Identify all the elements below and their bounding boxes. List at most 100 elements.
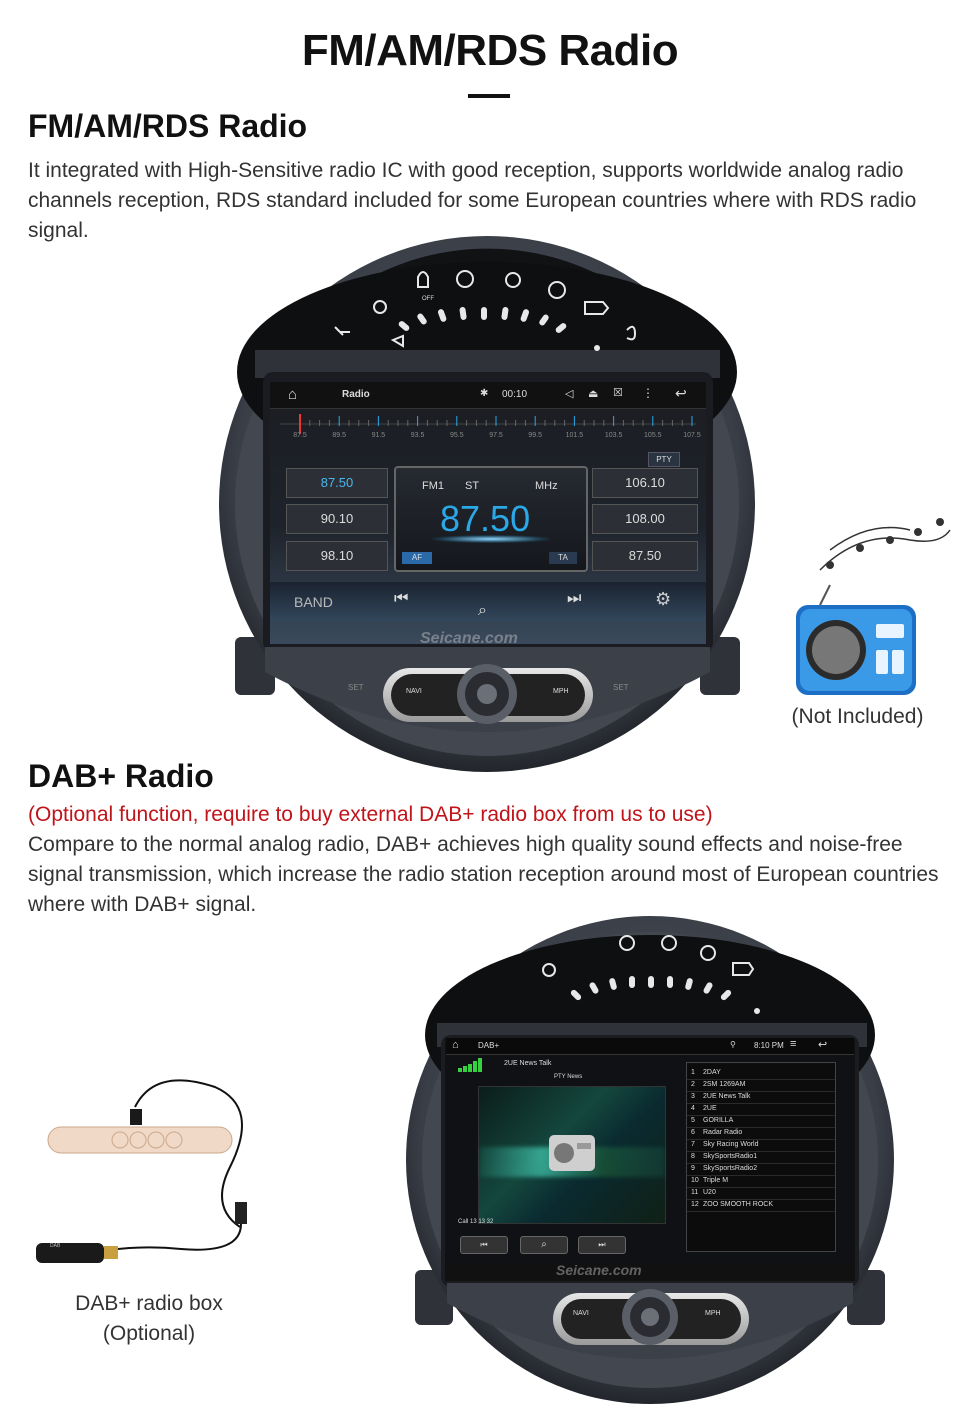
station-name: 2UE <box>703 1105 717 1112</box>
station-name: ZOO SMOOTH ROCK <box>703 1201 773 1208</box>
station-name: Sky Racing World <box>703 1141 759 1148</box>
scale-tick-label: 93.5 <box>410 432 425 439</box>
dab-box-caption: DAB+ radio box <box>75 1292 223 1315</box>
volume-icon[interactable]: ◁ <box>565 388 574 400</box>
svg-text:OFF: OFF <box>422 296 434 302</box>
next-station-icon[interactable]: ⏭ <box>578 1236 626 1254</box>
dab-status-time: 8:10 PM <box>754 1041 784 1050</box>
station-name: 2SM 1269AM <box>703 1081 746 1088</box>
scale-tick-label: 103.5 <box>604 432 623 439</box>
signal-strength-icon <box>458 1058 482 1072</box>
back-icon[interactable]: ↩ <box>675 385 687 401</box>
preset-button[interactable]: 87.50 <box>592 541 698 571</box>
home-icon[interactable]: ⌂ <box>288 386 298 403</box>
page-title: FM/AM/RDS Radio <box>301 26 679 75</box>
pty-label: PTY News <box>554 1074 583 1080</box>
station-number: 11 <box>691 1189 699 1196</box>
station-number: 9 <box>691 1165 695 1172</box>
watermark: Seicane.com <box>556 1262 642 1278</box>
station-number: 5 <box>691 1117 695 1124</box>
station-number: 10 <box>691 1177 699 1184</box>
station-list-item[interactable]: 5 GORILLA <box>687 1116 835 1128</box>
station-name: Triple M <box>703 1177 729 1184</box>
current-frequency: 87.50 <box>440 498 531 539</box>
station-name: GORILLA <box>703 1117 734 1124</box>
station-list-item[interactable]: 11 U20 <box>687 1188 835 1200</box>
svg-text:NAVI: NAVI <box>406 688 422 695</box>
band-indicator: FM1 <box>422 480 444 492</box>
station-number: 7 <box>691 1141 695 1148</box>
station-list-item[interactable]: 10 Triple M <box>687 1176 835 1188</box>
scale-tick-label: 97.5 <box>489 432 503 439</box>
preset-button[interactable]: 87.50 <box>286 468 388 498</box>
station-name: 2UE News Talk <box>703 1093 751 1100</box>
af-button[interactable]: AF <box>402 552 432 564</box>
frequency-display: FM1 ST MHz 87.50 AF TA <box>394 466 588 572</box>
previous-station-icon[interactable]: ⏮ <box>460 1236 508 1254</box>
title-divider <box>468 94 510 98</box>
station-artwork <box>478 1086 666 1224</box>
station-name: 2DAY <box>703 1069 721 1076</box>
pty-button[interactable]: PTY <box>648 452 680 467</box>
more-icon[interactable]: ⋮ <box>642 386 654 400</box>
dab-status-bar: ⌂ DAB+ ⚲ 8:10 PM ≡ ↩ <box>446 1038 854 1055</box>
search-icon[interactable]: ⌕ <box>520 1236 568 1254</box>
settings-gear-icon[interactable]: ⚙ <box>655 589 672 609</box>
station-name: SkySportsRadio2 <box>703 1165 758 1172</box>
fm-section-paragraph: It integrated with High-Sensitive radio … <box>28 159 917 242</box>
dab-section-title: DAB+ Radio <box>28 758 214 794</box>
search-icon[interactable]: ⌕ <box>478 602 487 619</box>
eject-icon[interactable]: ⏏ <box>588 388 599 400</box>
preset-button[interactable]: 108.00 <box>592 504 698 534</box>
menu-icon[interactable]: ≡ <box>790 1038 797 1050</box>
preset-button[interactable]: 90.10 <box>286 504 388 534</box>
station-number: 2 <box>691 1081 695 1088</box>
station-number: 3 <box>691 1093 695 1100</box>
scale-tick-label: 91.5 <box>371 432 386 439</box>
not-included-caption: (Not Included) <box>791 705 924 728</box>
seek-back-icon[interactable]: ⏮ <box>394 590 409 607</box>
back-icon[interactable]: ↩ <box>818 1039 828 1051</box>
current-station: 2UE News Talk <box>504 1060 552 1067</box>
svg-text:MPH: MPH <box>553 688 569 695</box>
status-time: 00:10 <box>502 389 528 400</box>
station-list-item[interactable]: 3 2UE News Talk <box>687 1092 835 1104</box>
station-list-item[interactable]: 9 SkySportsRadio2 <box>687 1164 835 1176</box>
dab-status-title: DAB+ <box>478 1041 500 1050</box>
scale-tick-label: 105.5 <box>644 432 662 439</box>
scale-tick-label: 89.5 <box>332 432 346 439</box>
ta-button[interactable]: TA <box>549 552 577 564</box>
station-number: 12 <box>691 1201 699 1208</box>
unit-label: MHz <box>535 480 558 492</box>
home-icon[interactable]: ⌂ <box>452 1039 459 1051</box>
band-button[interactable]: BAND <box>294 594 333 610</box>
svg-text:SET: SET <box>348 683 364 692</box>
scale-tick-label: 87.5 <box>293 432 307 439</box>
status-bar: ⌂ Radio ✱ 00:10 ◁ ⏏ ☒ ⋮ ↩ <box>270 382 706 409</box>
station-list-item[interactable]: 12 ZOO SMOOTH ROCK <box>687 1200 835 1212</box>
station-number: 8 <box>691 1153 695 1160</box>
location-icon: ⚲ <box>730 1040 736 1049</box>
radio-icon <box>549 1135 595 1171</box>
station-list-item[interactable]: 7 Sky Racing World <box>687 1140 835 1152</box>
close-icon[interactable]: ☒ <box>613 387 623 399</box>
station-list-item[interactable]: 2 2SM 1269AM <box>687 1080 835 1092</box>
preset-button[interactable]: 106.10 <box>592 468 698 498</box>
bluetooth-icon: ✱ <box>480 388 489 399</box>
seek-forward-icon[interactable]: ⏭ <box>567 590 582 607</box>
dab-optional-note: (Optional function, require to buy exter… <box>28 803 713 826</box>
watermark: Seicane.com <box>420 630 518 647</box>
svg-text:MPH: MPH <box>705 1310 721 1317</box>
preset-button[interactable]: 98.10 <box>286 541 388 571</box>
scale-tick-label: 107.5 <box>683 432 701 439</box>
frequency-glow <box>432 535 550 543</box>
station-name: U20 <box>703 1189 716 1196</box>
station-number: 6 <box>691 1129 695 1136</box>
svg-text:SET: SET <box>613 683 629 692</box>
